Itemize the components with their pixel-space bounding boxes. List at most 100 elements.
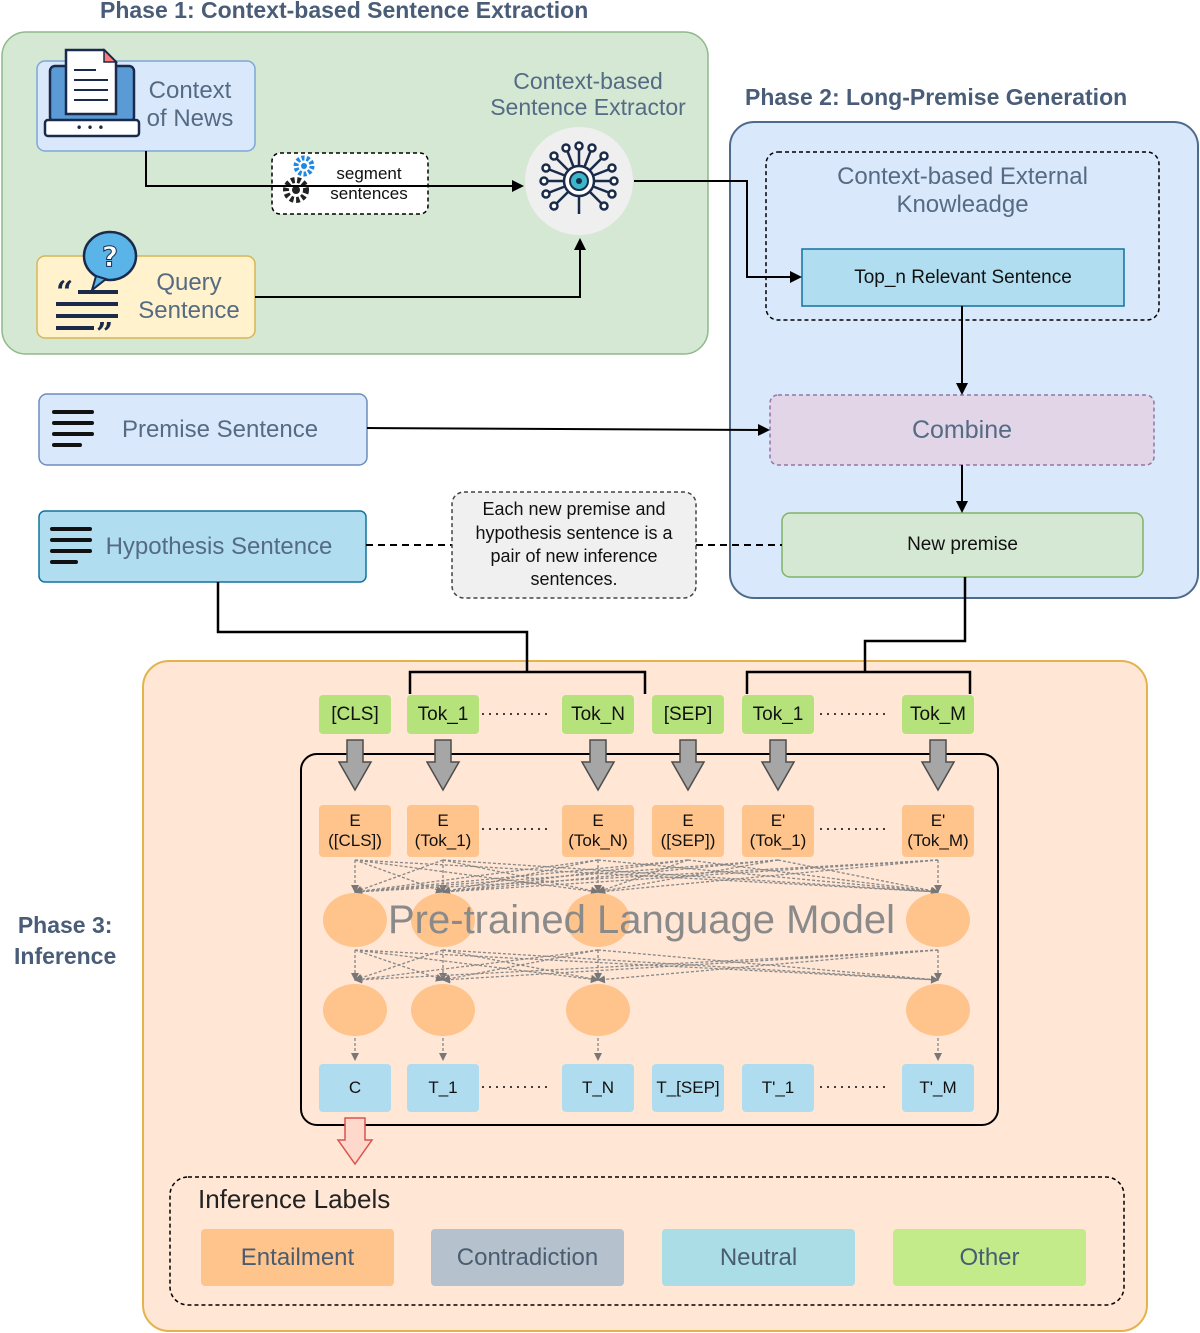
ellipsis-dots: ·········· bbox=[818, 703, 888, 723]
token-arrow bbox=[670, 739, 706, 792]
attention-edge bbox=[442, 859, 939, 896]
token-label: [CLS] bbox=[319, 695, 391, 734]
bracket-new-premise bbox=[745, 670, 972, 694]
query-sentence-label: Query Sentence bbox=[126, 262, 252, 332]
embedding-label: E(Tok_1) bbox=[407, 805, 479, 857]
embedding-label-line: E bbox=[682, 811, 694, 831]
note-line3: pair of new inference bbox=[490, 546, 658, 566]
token-box bbox=[902, 695, 974, 734]
token-label-line: Tok_1 bbox=[417, 703, 469, 725]
hidden-node-layer1 bbox=[323, 893, 387, 947]
attention-edge bbox=[354, 859, 599, 896]
news-document-icon: • • • bbox=[43, 48, 141, 138]
connector-hypothesis bbox=[216, 582, 529, 672]
output-box bbox=[742, 1064, 814, 1112]
token-arrow bbox=[920, 739, 956, 792]
token-label: Tok_1 bbox=[407, 695, 479, 734]
note-box bbox=[451, 491, 697, 599]
output-label-line: T_1 bbox=[428, 1078, 458, 1098]
attention-edge bbox=[442, 859, 599, 895]
context-news-label: Context of News bbox=[128, 70, 252, 140]
output-label-line: T_[SEP] bbox=[656, 1078, 720, 1098]
arrow-query-to-extractor bbox=[255, 238, 586, 298]
new-premise-label: New premise bbox=[907, 534, 1018, 556]
token-box bbox=[652, 695, 724, 734]
embedding-box bbox=[319, 805, 391, 857]
segment-line1: segment bbox=[336, 164, 402, 184]
attention-edge bbox=[442, 949, 599, 983]
token-label-line: Tok_N bbox=[571, 703, 625, 725]
embedding-label-line: ([CLS]) bbox=[328, 831, 382, 850]
embedding-box bbox=[407, 805, 479, 857]
attention-edge bbox=[442, 859, 689, 896]
output-box bbox=[407, 1064, 479, 1112]
attention-edge bbox=[687, 859, 939, 896]
embedding-box bbox=[562, 805, 634, 857]
hidden-node-layer2 bbox=[323, 984, 387, 1036]
attention-edge bbox=[442, 859, 779, 896]
hidden-node-layer1 bbox=[566, 893, 630, 947]
output-label: T_1 bbox=[407, 1064, 479, 1112]
token-label-line: [CLS] bbox=[331, 703, 379, 725]
phase3-title-line2: Inference bbox=[14, 943, 117, 970]
note-line2: hypothesis sentence is a bbox=[475, 522, 673, 543]
connector-new-premise bbox=[863, 577, 967, 672]
combine-label: Combine bbox=[911, 415, 1013, 444]
token-box bbox=[562, 695, 634, 734]
attention-edge bbox=[442, 949, 939, 984]
attention-edge bbox=[354, 949, 599, 984]
output-label-line: T'_M bbox=[919, 1078, 957, 1098]
embedding-label-line: ([SEP]) bbox=[660, 831, 716, 850]
attention-edge bbox=[442, 949, 599, 983]
query-sentence-line1: Query bbox=[156, 269, 222, 297]
attention-edge bbox=[354, 859, 939, 896]
hidden-node-layer2 bbox=[411, 984, 475, 1036]
inference-labels-title: Inference Labels bbox=[198, 1184, 391, 1215]
output-box bbox=[319, 1064, 391, 1112]
generated-shapes bbox=[201, 695, 1086, 1286]
token-box bbox=[742, 695, 814, 734]
segment-label: segment sentences bbox=[312, 160, 426, 208]
embedding-label: E'(Tok_1) bbox=[742, 805, 814, 857]
ellipsis-dots: ·········· bbox=[818, 818, 888, 838]
ellipsis-dots: ·········· bbox=[480, 703, 550, 723]
hidden-node-layer2 bbox=[906, 984, 970, 1036]
knowledge-label: Context-based External Knowleadge bbox=[770, 158, 1155, 224]
output-label: T_N bbox=[562, 1064, 634, 1112]
arrow-context-to-extractor bbox=[145, 151, 524, 192]
attention-edge bbox=[354, 859, 779, 896]
attention-edge bbox=[354, 949, 444, 982]
hypothesis-sentence-label: Hypothesis Sentence bbox=[105, 532, 333, 560]
phase3-container bbox=[142, 660, 1148, 1332]
svg-text:• • •: • • • bbox=[76, 121, 105, 135]
embedding-box bbox=[902, 805, 974, 857]
hypothesis-sentence-box bbox=[38, 510, 367, 583]
arrow-extractor-to-topn bbox=[634, 180, 802, 283]
top-n-label: Top_n Relevant Sentence bbox=[854, 266, 1072, 288]
token-box bbox=[407, 695, 479, 734]
hypothesis-lines-icon bbox=[50, 527, 92, 564]
embedding-label-line: E' bbox=[930, 811, 946, 831]
output-label: C bbox=[319, 1064, 391, 1112]
arrow-premise-to-combine bbox=[366, 423, 770, 436]
svg-text:“: “ bbox=[56, 275, 73, 310]
embedding-label: E([SEP]) bbox=[652, 805, 724, 857]
language-model-title: Pre-trained Language Model bbox=[388, 898, 896, 942]
token-label: [SEP] bbox=[652, 695, 724, 734]
embedding-label-line: (Tok_N) bbox=[568, 831, 628, 850]
attention-edge bbox=[777, 859, 939, 895]
sentence-extractor-icon bbox=[525, 127, 633, 235]
phase3-title-line1: Phase 3: bbox=[17, 912, 113, 938]
output-box bbox=[562, 1064, 634, 1112]
token-arrow bbox=[425, 739, 461, 792]
embedding-label: E([CLS]) bbox=[319, 805, 391, 857]
classifier-arrow bbox=[336, 1117, 374, 1166]
embedding-label-line: E' bbox=[770, 811, 786, 831]
token-arrow bbox=[760, 739, 796, 792]
attention-edge bbox=[597, 859, 939, 896]
embedding-label: E'(Tok_M) bbox=[902, 805, 974, 857]
token-label-line: Tok_M bbox=[910, 703, 966, 725]
hidden-node-layer1 bbox=[411, 893, 475, 947]
inference-labels-frame bbox=[169, 1176, 1125, 1306]
